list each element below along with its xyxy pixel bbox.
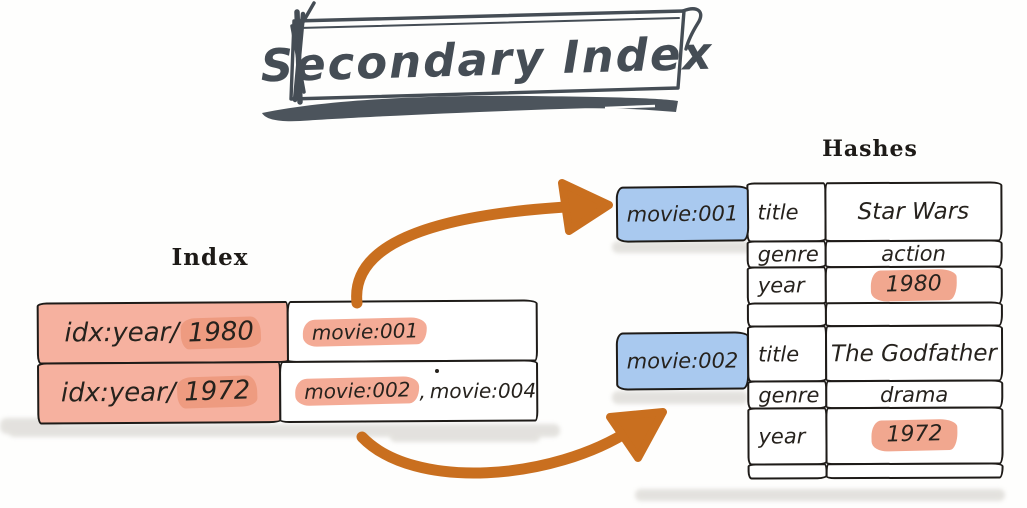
hash-field-value: drama [825,379,1004,410]
banner-title: Secondary Index [260,27,714,93]
index-row-1980: idx:year/1980 movie:001 [36,299,539,365]
hash-field-value: 1972 [825,406,1004,466]
index-key-prefix: idx:year/ [64,317,180,349]
hash-field-value: The Godfather [824,324,1004,383]
empty-cell [825,462,1004,479]
index-key-cell: idx:year/1972 [36,360,282,425]
empty-cell [747,462,828,480]
index-row-1972: idx:year/1972 movie:002,movie:004 [36,359,539,425]
smudge-gap [604,104,656,110]
movie-ref-001: movie:001 [302,316,428,347]
movie-ref-002: movie:002 [294,376,420,407]
hash-key-movie-001: movie:001 [615,185,750,243]
hash-row: title Star Wars [746,181,1003,243]
ref-separator: , [419,378,426,403]
index-key-year-highlight: 1980 [180,315,262,350]
movie-ref-004: movie:004 [429,378,537,403]
hash-field-name: genre [747,380,828,410]
index-value-cell: movie:002,movie:004 [278,359,539,423]
hash-row: year 1972 [747,406,1004,466]
hash-filler-row [747,462,1004,480]
hashes-section-label: Hashes [822,136,918,162]
index-value-cell: movie:001 [286,299,539,364]
hash-row: title The Godfather [746,324,1004,383]
hash-field-value: Star Wars [824,181,1003,243]
hash-field-name: title [746,325,828,383]
banner-frame [289,1,703,105]
hash-field-value: action [824,239,1003,269]
hash-row: year 1980 [746,265,1003,306]
index-section-label: Index [171,244,249,271]
index-key-cell: idx:year/1980 [36,300,290,365]
banner-underline-smudge [262,95,678,122]
hash-field-name: year [747,407,828,466]
hash-field-value: 1980 [824,265,1003,305]
index-key-year-highlight: 1972 [177,375,259,409]
index-key-prefix: idx:year/ [60,377,176,408]
year-highlight: 1980 [870,268,958,302]
hash-row: genre drama [747,379,1004,410]
hash-field-name: genre [746,240,827,269]
hash-field-name: year [746,265,827,306]
hashes-table: title Star Wars genre action year 1980 t… [746,181,1004,480]
empty-cell [746,302,827,328]
empty-cell [824,301,1003,328]
hash-row: genre action [746,239,1003,269]
hash-field-name: title [746,182,827,243]
index-table: idx:year/1980 movie:001 idx:year/1972 mo… [36,299,539,425]
ink-speck [435,369,439,373]
year-highlight: 1972 [871,419,958,453]
hash-key-movie-002: movie:002 [615,331,750,391]
